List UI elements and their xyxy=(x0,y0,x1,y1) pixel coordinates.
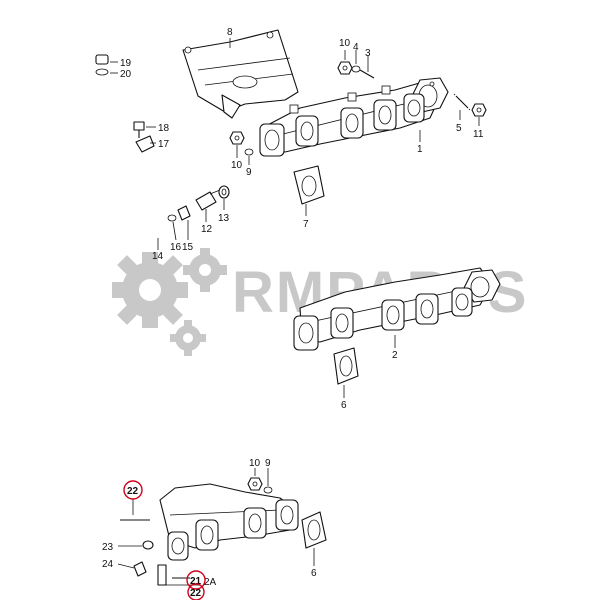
callout-10-top: 10 xyxy=(339,38,351,49)
washer xyxy=(263,486,273,494)
gasket xyxy=(293,165,325,205)
gear-icon xyxy=(183,248,227,292)
callout-11: 11 xyxy=(473,129,484,140)
svg-text:22: 22 xyxy=(190,588,202,599)
callout-labels: 8 19 20 18 17 10 4 3 5 11 1 10 9 7 13 12… xyxy=(102,27,484,588)
callout-13: 13 xyxy=(218,213,230,224)
pipe xyxy=(100,83,183,237)
adapter xyxy=(195,189,221,211)
callout-3: 3 xyxy=(365,48,371,59)
stud xyxy=(453,93,471,111)
gasket xyxy=(301,511,327,549)
callout-9-bottom: 9 xyxy=(265,458,271,469)
svg-text:22: 22 xyxy=(127,486,139,497)
highlighted-callouts: 22 21 22 xyxy=(123,480,206,600)
stud xyxy=(359,69,375,79)
callout-8: 8 xyxy=(227,27,233,38)
callout-20: 20 xyxy=(120,69,132,80)
callout-16: 16 xyxy=(170,242,182,253)
watermark-logo: RMPARTS xyxy=(112,248,526,356)
callout-15: 15 xyxy=(182,242,194,253)
washer xyxy=(351,65,361,73)
callout-2: 2 xyxy=(392,350,398,361)
highlight-callout-21: 21 xyxy=(186,570,206,590)
plug xyxy=(133,561,147,577)
leader-lines xyxy=(110,38,480,586)
gasket xyxy=(333,347,359,385)
heat-shield xyxy=(182,29,299,119)
exhaust-manifold xyxy=(293,267,501,351)
callout-1: 1 xyxy=(417,144,423,155)
exhaust-manifold xyxy=(159,483,299,561)
callout-7: 7 xyxy=(303,219,309,230)
callout-14: 14 xyxy=(152,251,164,262)
nut xyxy=(247,477,263,491)
washer xyxy=(142,540,154,550)
gear-icon xyxy=(170,320,206,356)
washer xyxy=(218,185,230,199)
callout-23: 23 xyxy=(102,542,114,553)
fitting xyxy=(167,205,191,222)
callout-5: 5 xyxy=(456,123,462,134)
callout-19: 19 xyxy=(120,58,132,69)
callout-10-left: 10 xyxy=(231,160,243,171)
callout-6-bottom: 6 xyxy=(311,568,317,579)
clamp xyxy=(135,135,155,153)
nut xyxy=(471,103,487,117)
exhaust-manifold xyxy=(259,77,449,157)
callout-2a: 2A xyxy=(204,577,217,588)
callout-17: 17 xyxy=(158,139,170,150)
gear-icon xyxy=(112,252,188,328)
callout-10-bottom: 10 xyxy=(249,458,261,469)
nut xyxy=(337,61,353,75)
washer xyxy=(244,148,254,156)
svg-text:21: 21 xyxy=(190,576,202,587)
bolt xyxy=(133,121,145,138)
pipe-stub xyxy=(157,564,167,586)
highlight-callout-22-bottom: 22 xyxy=(187,583,205,600)
callout-12: 12 xyxy=(201,224,213,235)
callout-9-left: 9 xyxy=(246,167,252,178)
highlight-callout-22-top: 22 xyxy=(123,480,143,500)
callout-6-middle: 6 xyxy=(341,400,347,411)
callout-18: 18 xyxy=(158,123,170,134)
callout-24: 24 xyxy=(102,559,114,570)
nut xyxy=(229,131,245,145)
plug xyxy=(95,54,109,76)
callout-4: 4 xyxy=(353,42,359,53)
